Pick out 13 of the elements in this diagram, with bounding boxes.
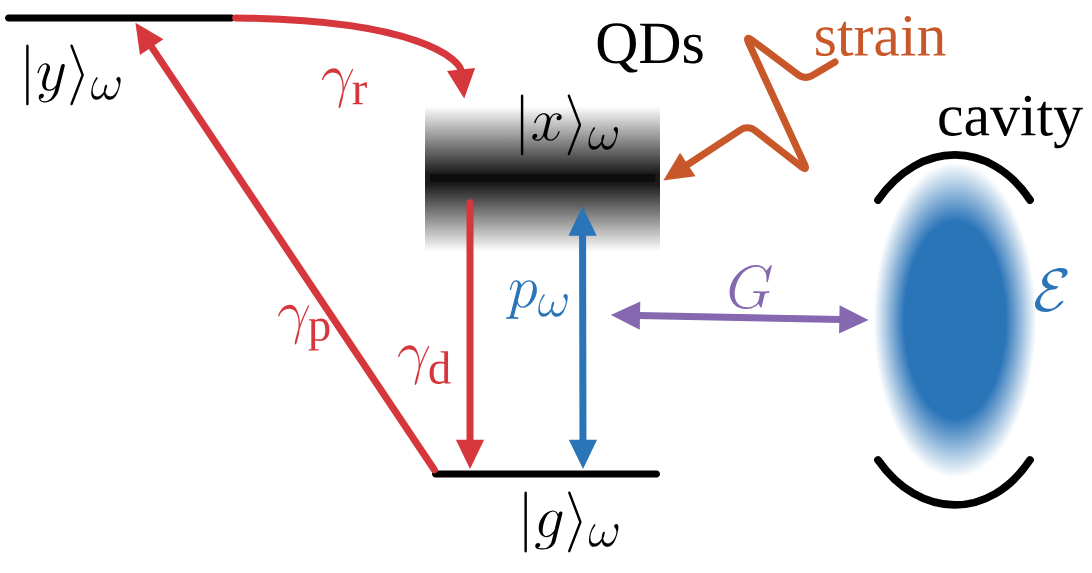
edge-label: $G$ <box>729 264 772 309</box>
node-label: $|y\rangle_{\omega}$ <box>26 44 121 106</box>
broadened-energy-level: $|x\rangle_{\omega}$ <box>430 94 655 182</box>
edge-label: $\gamma_{\mathrm{r}}$ <box>322 68 367 109</box>
edge-label: strain <box>816 15 946 57</box>
edge-label: $p_{\omega}$ <box>506 280 568 319</box>
edge-label: $\gamma_{\mathrm{d}}$ <box>398 345 451 386</box>
energy-level: $|y\rangle_{\omega}$ <box>5 14 235 106</box>
node-label: $|x\rangle_{\omega}$ <box>520 94 618 156</box>
energy-level: $|g\rangle_{\omega}$ <box>432 470 660 553</box>
label: QDs <box>597 23 703 73</box>
edge-label: $\gamma_{\mathrm{p}}$ <box>278 304 330 351</box>
node-label: $|g\rangle_{\omega}$ <box>524 491 619 553</box>
